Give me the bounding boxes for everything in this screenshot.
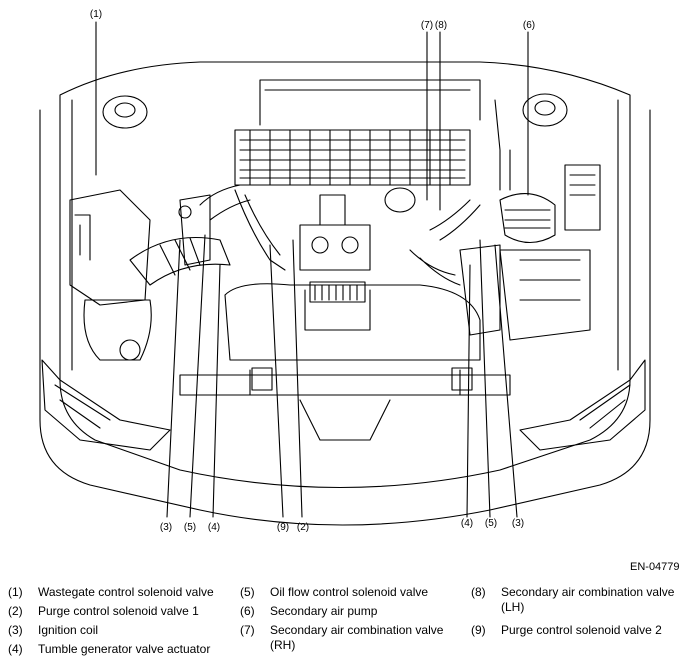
callout-8: (8) bbox=[434, 20, 448, 31]
legend: (1) Wastegate control solenoid valve (2)… bbox=[0, 585, 687, 665]
right-headlight bbox=[519, 359, 646, 451]
radiator-support bbox=[179, 374, 511, 396]
legend-item-8: (8) Secondary air combination valve (LH) bbox=[463, 585, 674, 615]
intake-duct bbox=[129, 237, 231, 286]
callout-bottom-3-right: (3) bbox=[511, 518, 525, 529]
leader-b3a bbox=[166, 239, 181, 518]
hood-outline bbox=[59, 61, 631, 489]
legend-number: (5) bbox=[240, 585, 255, 599]
fuse-box bbox=[564, 164, 601, 231]
callout-bottom-4-right: (4) bbox=[460, 518, 474, 529]
callout-7: (7) bbox=[420, 20, 434, 31]
legend-item-5: (5) Oil flow control solenoid valve bbox=[232, 585, 428, 600]
legend-text: Tumble generator valve actuator bbox=[38, 642, 211, 656]
leader-b4a bbox=[212, 264, 221, 518]
legend-text: Wastegate control solenoid valve bbox=[38, 585, 214, 599]
legend-text-line-1: Secondary air combination valve bbox=[501, 585, 675, 599]
legend-text: Secondary air pump bbox=[270, 604, 378, 618]
legend-number: (3) bbox=[8, 623, 23, 637]
leader-b3b bbox=[494, 244, 518, 518]
legend-item-6: (6) Secondary air pump bbox=[232, 604, 377, 619]
legend-number: (9) bbox=[471, 623, 486, 637]
legend-number: (7) bbox=[240, 623, 255, 637]
legend-text-line-1: Secondary air combination valve bbox=[270, 623, 444, 637]
legend-text: Oil flow control solenoid valve bbox=[270, 585, 429, 599]
secondary-air-pump bbox=[499, 193, 556, 244]
engine-block bbox=[224, 283, 481, 361]
legend-number: (4) bbox=[8, 642, 23, 656]
figure-code: EN-04779 bbox=[630, 561, 680, 573]
left-strut-tower bbox=[102, 95, 148, 129]
legend-item-9: (9) Purge control solenoid valve 2 bbox=[463, 623, 662, 638]
leader-b2 bbox=[292, 239, 303, 518]
callout-bottom-2: (2) bbox=[296, 522, 310, 533]
legend-item-1: (1) Wastegate control solenoid valve bbox=[0, 585, 214, 600]
leader-b5a bbox=[189, 234, 206, 518]
legend-text: Secondary air combination valve (LH) bbox=[501, 585, 674, 615]
callout-bottom-5-left: (5) bbox=[183, 522, 197, 533]
legend-text: Purge control solenoid valve 1 bbox=[38, 604, 199, 618]
legend-number: (2) bbox=[8, 604, 23, 618]
callout-bottom-4-left: (4) bbox=[207, 522, 221, 533]
leader-b9 bbox=[269, 244, 284, 518]
callout-1: (1) bbox=[89, 9, 103, 20]
legend-text: Secondary air combination valve (RH) bbox=[270, 623, 443, 653]
legend-text: Purge control solenoid valve 2 bbox=[501, 623, 662, 637]
legend-number: (1) bbox=[8, 585, 23, 599]
legend-number: (6) bbox=[240, 604, 255, 618]
reservoir bbox=[83, 299, 152, 361]
engine-compartment-diagram: (1) (7) (8) (6) (3) (5) (4) (9) (2) (4) … bbox=[39, 9, 651, 533]
left-headlight bbox=[41, 359, 171, 451]
callout-bottom-9: (9) bbox=[276, 522, 290, 533]
legend-text: Ignition coil bbox=[38, 623, 99, 637]
leader-b4b bbox=[466, 264, 471, 518]
callout-6: (6) bbox=[522, 20, 536, 31]
legend-text-line-2: (LH) bbox=[501, 600, 525, 614]
air-cleaner bbox=[69, 189, 151, 306]
callout-bottom-3-left: (3) bbox=[159, 522, 173, 533]
legend-item-2: (2) Purge control solenoid valve 1 bbox=[0, 604, 199, 619]
throttle-body bbox=[299, 224, 371, 271]
intercooler bbox=[234, 129, 471, 186]
legend-item-4: (4) Tumble generator valve actuator bbox=[0, 642, 210, 657]
leader-b5b bbox=[479, 239, 491, 518]
legend-item-7: (7) Secondary air combination valve (RH) bbox=[232, 623, 443, 653]
callout-bottom-5-right: (5) bbox=[484, 518, 498, 529]
legend-number: (8) bbox=[471, 585, 486, 599]
legend-item-3: (3) Ignition coil bbox=[0, 623, 98, 638]
legend-text-line-2: (RH) bbox=[270, 638, 296, 652]
right-strut-tower bbox=[522, 93, 568, 127]
